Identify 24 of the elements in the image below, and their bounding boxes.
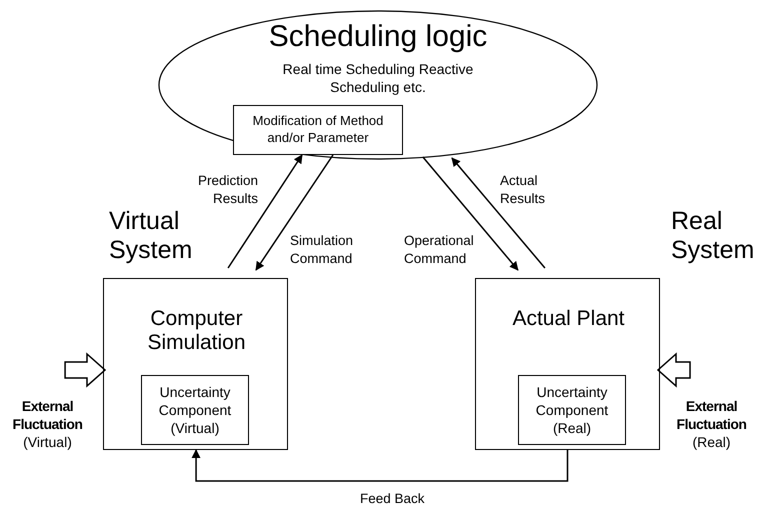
node-title: Scheduling logic bbox=[268, 20, 488, 54]
node-text: Computer Simulation bbox=[146, 307, 247, 356]
node-text: Real time Scheduling Reactive Scheduling etc. bbox=[282, 60, 474, 96]
node-text: (Real) bbox=[691, 433, 732, 452]
arrow bbox=[255, 154, 334, 271]
process-box bbox=[233, 105, 403, 155]
system-heading: Virtual System bbox=[109, 207, 194, 264]
process-box bbox=[518, 375, 626, 445]
node-text: Actual Plant bbox=[511, 307, 626, 332]
block-arrow bbox=[64, 352, 106, 388]
box-text: Modification of Method and/or Parameter bbox=[252, 113, 384, 147]
arrow bbox=[227, 154, 303, 268]
block-arrow bbox=[656, 352, 691, 388]
process-box bbox=[141, 375, 249, 445]
system-heading: Real System bbox=[671, 207, 756, 264]
node-text: External Fluctuation bbox=[676, 397, 748, 434]
arrow bbox=[422, 156, 518, 271]
box-text: Uncertainty Component (Real) bbox=[534, 382, 610, 438]
node-text: (Virtual) bbox=[22, 433, 73, 452]
ellipse-node bbox=[158, 10, 598, 160]
box-text: Uncertainty Component (Virtual) bbox=[158, 382, 232, 438]
arrow bbox=[451, 157, 546, 268]
arrow bbox=[192, 449, 568, 482]
node-text: External Fluctuation bbox=[12, 397, 84, 434]
